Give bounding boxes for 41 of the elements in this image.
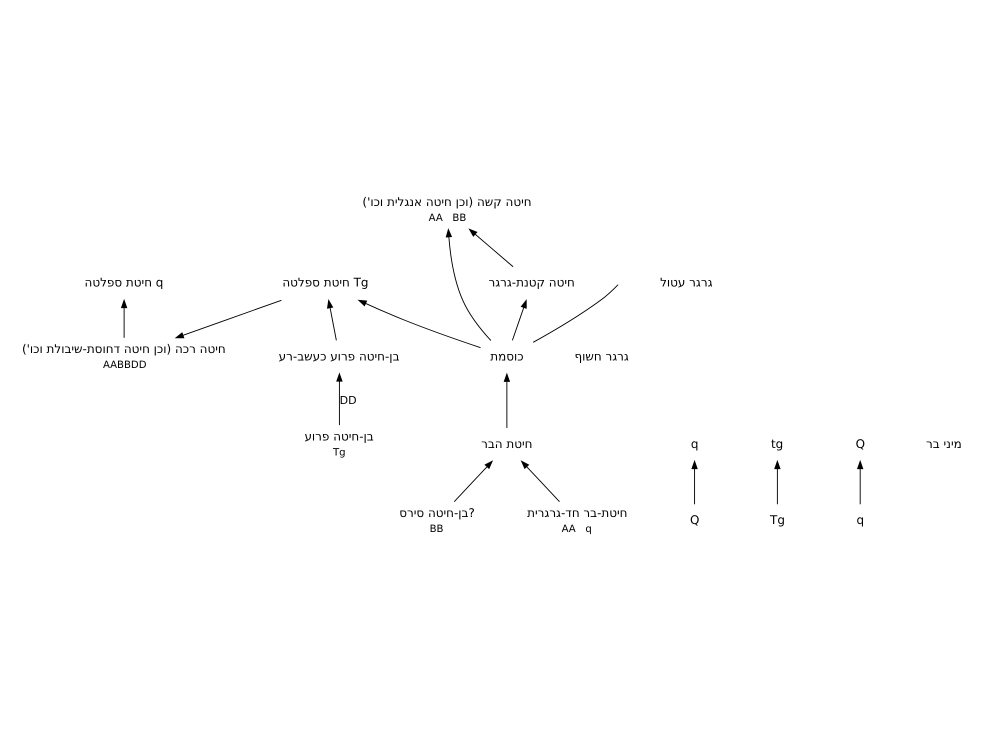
arrow <box>520 460 560 502</box>
edge-label: DD <box>340 393 357 406</box>
node-text: tg <box>770 436 784 450</box>
node-text: Tg <box>770 512 785 527</box>
arrow <box>468 228 514 267</box>
connector <box>532 284 619 342</box>
node-text: בן-חיטה סירס? <box>399 505 475 520</box>
label: מיני בר <box>926 436 962 450</box>
node-text: חיטת ספלטה q <box>84 275 164 290</box>
arrow <box>326 298 337 340</box>
arrow <box>856 459 864 504</box>
node-text: חיטת הבר <box>481 436 532 450</box>
arrow <box>774 459 781 504</box>
node-label: AA BB <box>428 212 466 224</box>
node-text: חיטה קשה (וכן חיטה אנגלית וכו') <box>362 194 532 208</box>
node-text: q <box>690 436 698 450</box>
node-text: Q <box>690 512 700 527</box>
arrow <box>446 228 492 341</box>
arrow <box>174 299 282 338</box>
node-text: בן-חיטה פרוע <box>304 428 374 443</box>
node-text: Q <box>856 436 866 450</box>
node-label: AABBDD <box>102 360 147 371</box>
label: גרגר חשוף <box>574 348 629 363</box>
arrow <box>504 372 510 428</box>
node-text: חיטת-בר חד-גרגרית <box>527 505 628 520</box>
node-label: AA q <box>562 523 592 534</box>
arrow <box>336 372 343 426</box>
node-text: q <box>856 512 864 527</box>
arrow <box>691 459 698 504</box>
arrow <box>454 460 494 502</box>
node-text: בן-חיטה פרוע כעשב-רע <box>278 348 400 363</box>
node-label: Tg <box>332 446 346 458</box>
node-text: חיטה רכה (וכן חיטה דחוסת-שיבולת וכו') <box>22 341 226 356</box>
arrow <box>358 299 482 348</box>
arrow <box>120 298 128 338</box>
node-text: כוסמת <box>490 348 524 363</box>
arrow <box>512 298 527 340</box>
node-text: חיטה קטנת-גרגר <box>488 275 575 290</box>
label: גרגר עטול <box>660 275 713 290</box>
node-label: BB <box>430 523 444 534</box>
node-text: חיטת ספלטה Tg <box>282 275 369 290</box>
